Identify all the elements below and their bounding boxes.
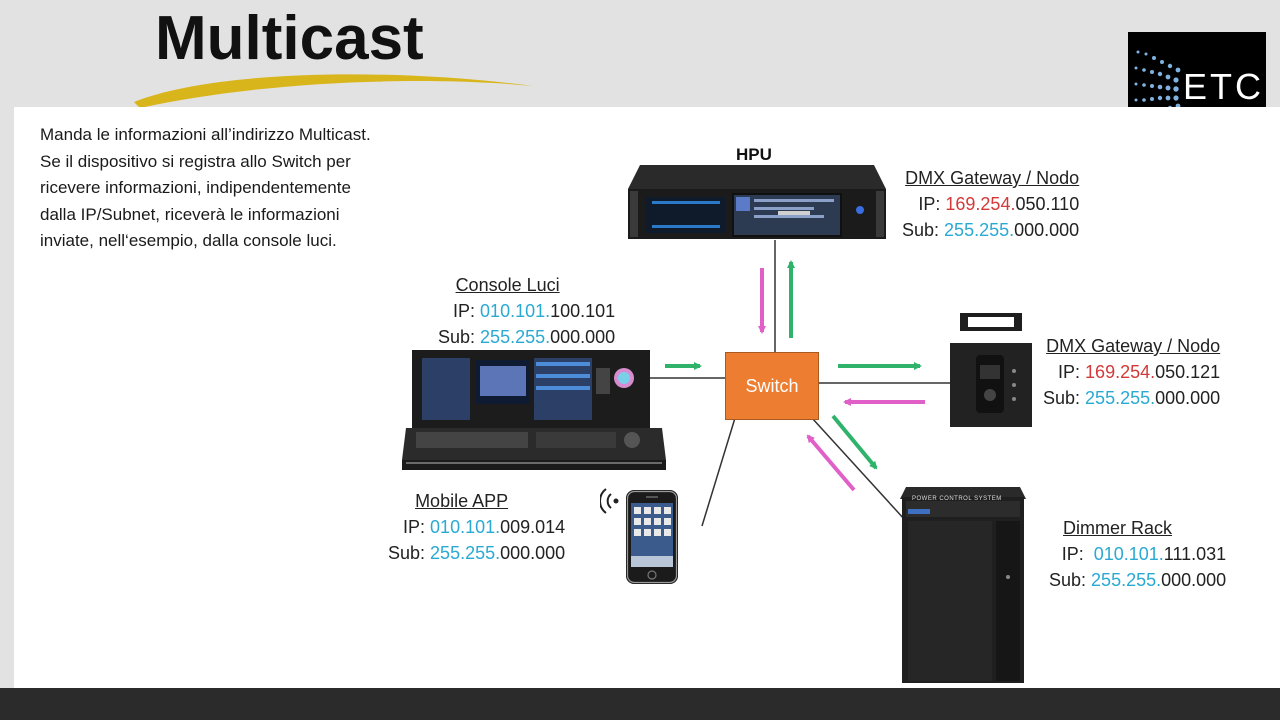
subnet-mask-part: 255.255.: [944, 220, 1015, 240]
subnet-mask-part: 255.255.: [480, 327, 551, 347]
footer-bar: [0, 688, 1280, 720]
subnet-label: Sub:: [1049, 570, 1087, 590]
description-line: ricevere informazioni, indipendentemente: [40, 178, 351, 197]
arrow-dimmer-in: [806, 434, 856, 492]
subnet-host-part: 000.000: [1161, 570, 1227, 590]
gateway-right-info: DMX Gateway / Nodo IP: 169.254.050.121 S…: [1043, 333, 1220, 411]
description-text: Manda le informazioni all’indirizzo Mult…: [40, 122, 460, 255]
subnet-mask-part: 255.255.: [430, 543, 501, 563]
ip-network-part: 169.254.: [1085, 362, 1156, 382]
wire-mobile: [701, 417, 736, 527]
hpu-device-icon: [628, 165, 886, 239]
description-line: Manda le informazioni all’indirizzo Mult…: [40, 125, 371, 144]
hpu-label: HPU: [736, 145, 772, 164]
ip-host-part: 009.014: [500, 517, 566, 537]
ip-label: IP:: [1058, 362, 1081, 382]
subnet-row: Sub: 255.255.000.000: [438, 324, 615, 350]
title-swoosh: [134, 74, 533, 108]
subnet-label: Sub:: [388, 543, 426, 563]
dimmer-info: Dimmer Rack IP: 010.101.111.031 Sub: 255…: [1049, 515, 1226, 593]
ip-label: IP:: [403, 517, 426, 537]
ip-row: IP: 010.101.009.014: [388, 514, 565, 540]
ip-row: IP: 010.101.100.101: [438, 298, 615, 324]
subnet-host-part: 000.000: [500, 543, 566, 563]
lighting-console-icon: [402, 350, 666, 470]
switch-label: Switch: [745, 375, 799, 396]
ip-host-part: 111.031: [1163, 544, 1227, 564]
device-name: Dimmer Rack: [1063, 518, 1173, 538]
description-line: Se il dispositivo si registra allo Switc…: [40, 151, 351, 171]
ip-host-part: 100.101: [550, 301, 616, 321]
ip-host-part: 050.110: [1015, 194, 1080, 214]
subnet-host-part: 000.000: [1014, 220, 1080, 240]
dimmer-rack-icon: [900, 487, 1026, 683]
ip-host-part: 050.121: [1155, 362, 1221, 382]
description-line: dalla IP/Subnet, riceverà le informazion…: [40, 204, 340, 224]
subnet-label: Sub:: [1043, 388, 1081, 408]
gateway-top-info: DMX Gateway / Nodo IP: 169.254.050.110 S…: [902, 165, 1079, 243]
dimmer-panel-text: POWER CONTROL SYSTEM: [912, 496, 1002, 502]
ip-row: IP: 010.101.111.031: [1049, 541, 1227, 567]
subnet-row: Sub: 255.255.000.000: [388, 540, 565, 566]
wireless-signal-icon: [600, 488, 619, 514]
ip-network-part: 169.254.: [945, 194, 1016, 214]
subnet-mask-part: 255.255.: [1091, 570, 1162, 590]
subnet-mask-part: 255.255.: [1085, 388, 1156, 408]
console-info: Console Luci IP: 010.101.100.101 Sub: 25…: [438, 272, 615, 350]
network-switch: Switch: [725, 352, 819, 420]
description-line: inviate, nell‘esempio, dalla console luc…: [40, 231, 337, 250]
logo-text: ETC: [1183, 66, 1264, 107]
subnet-host-part: 000.000: [550, 327, 616, 347]
ip-label: IP:: [453, 301, 476, 321]
logo-dots-icon: [1134, 50, 1181, 118]
ip-row: IP: 169.254.050.110: [902, 191, 1079, 217]
ip-network-part: 010.101.: [480, 301, 551, 321]
ip-label: IP:: [918, 194, 941, 214]
subnet-row: Sub: 255.255.000.000: [1043, 385, 1220, 411]
ip-network-part: 010.101.: [1093, 544, 1164, 564]
device-name: Mobile APP: [415, 491, 509, 511]
subnet-row: Sub: 255.255.000.000: [902, 217, 1079, 243]
slide-title: Multicast: [155, 4, 424, 73]
device-name: DMX Gateway / Nodo: [1046, 336, 1221, 356]
arrow-dimmer-out: [831, 414, 878, 470]
ip-row: IP: 169.254.050.121: [1043, 359, 1220, 385]
device-name: DMX Gateway / Nodo: [905, 168, 1080, 188]
ip-label: IP:: [1061, 544, 1084, 564]
subnet-label: Sub:: [902, 220, 940, 240]
ip-network-part: 010.101.: [430, 517, 501, 537]
dmx-gateway-icon: [950, 313, 1032, 427]
subnet-row: Sub: 255.255.000.000: [1049, 567, 1226, 593]
subnet-host-part: 000.000: [1155, 388, 1221, 408]
mobile-info: Mobile APP IP: 010.101.009.014 Sub: 255.…: [388, 488, 565, 566]
subnet-label: Sub:: [438, 327, 476, 347]
wire-dimmer: [811, 417, 906, 521]
device-name: Console Luci: [455, 275, 560, 295]
smartphone-icon: [626, 490, 678, 584]
